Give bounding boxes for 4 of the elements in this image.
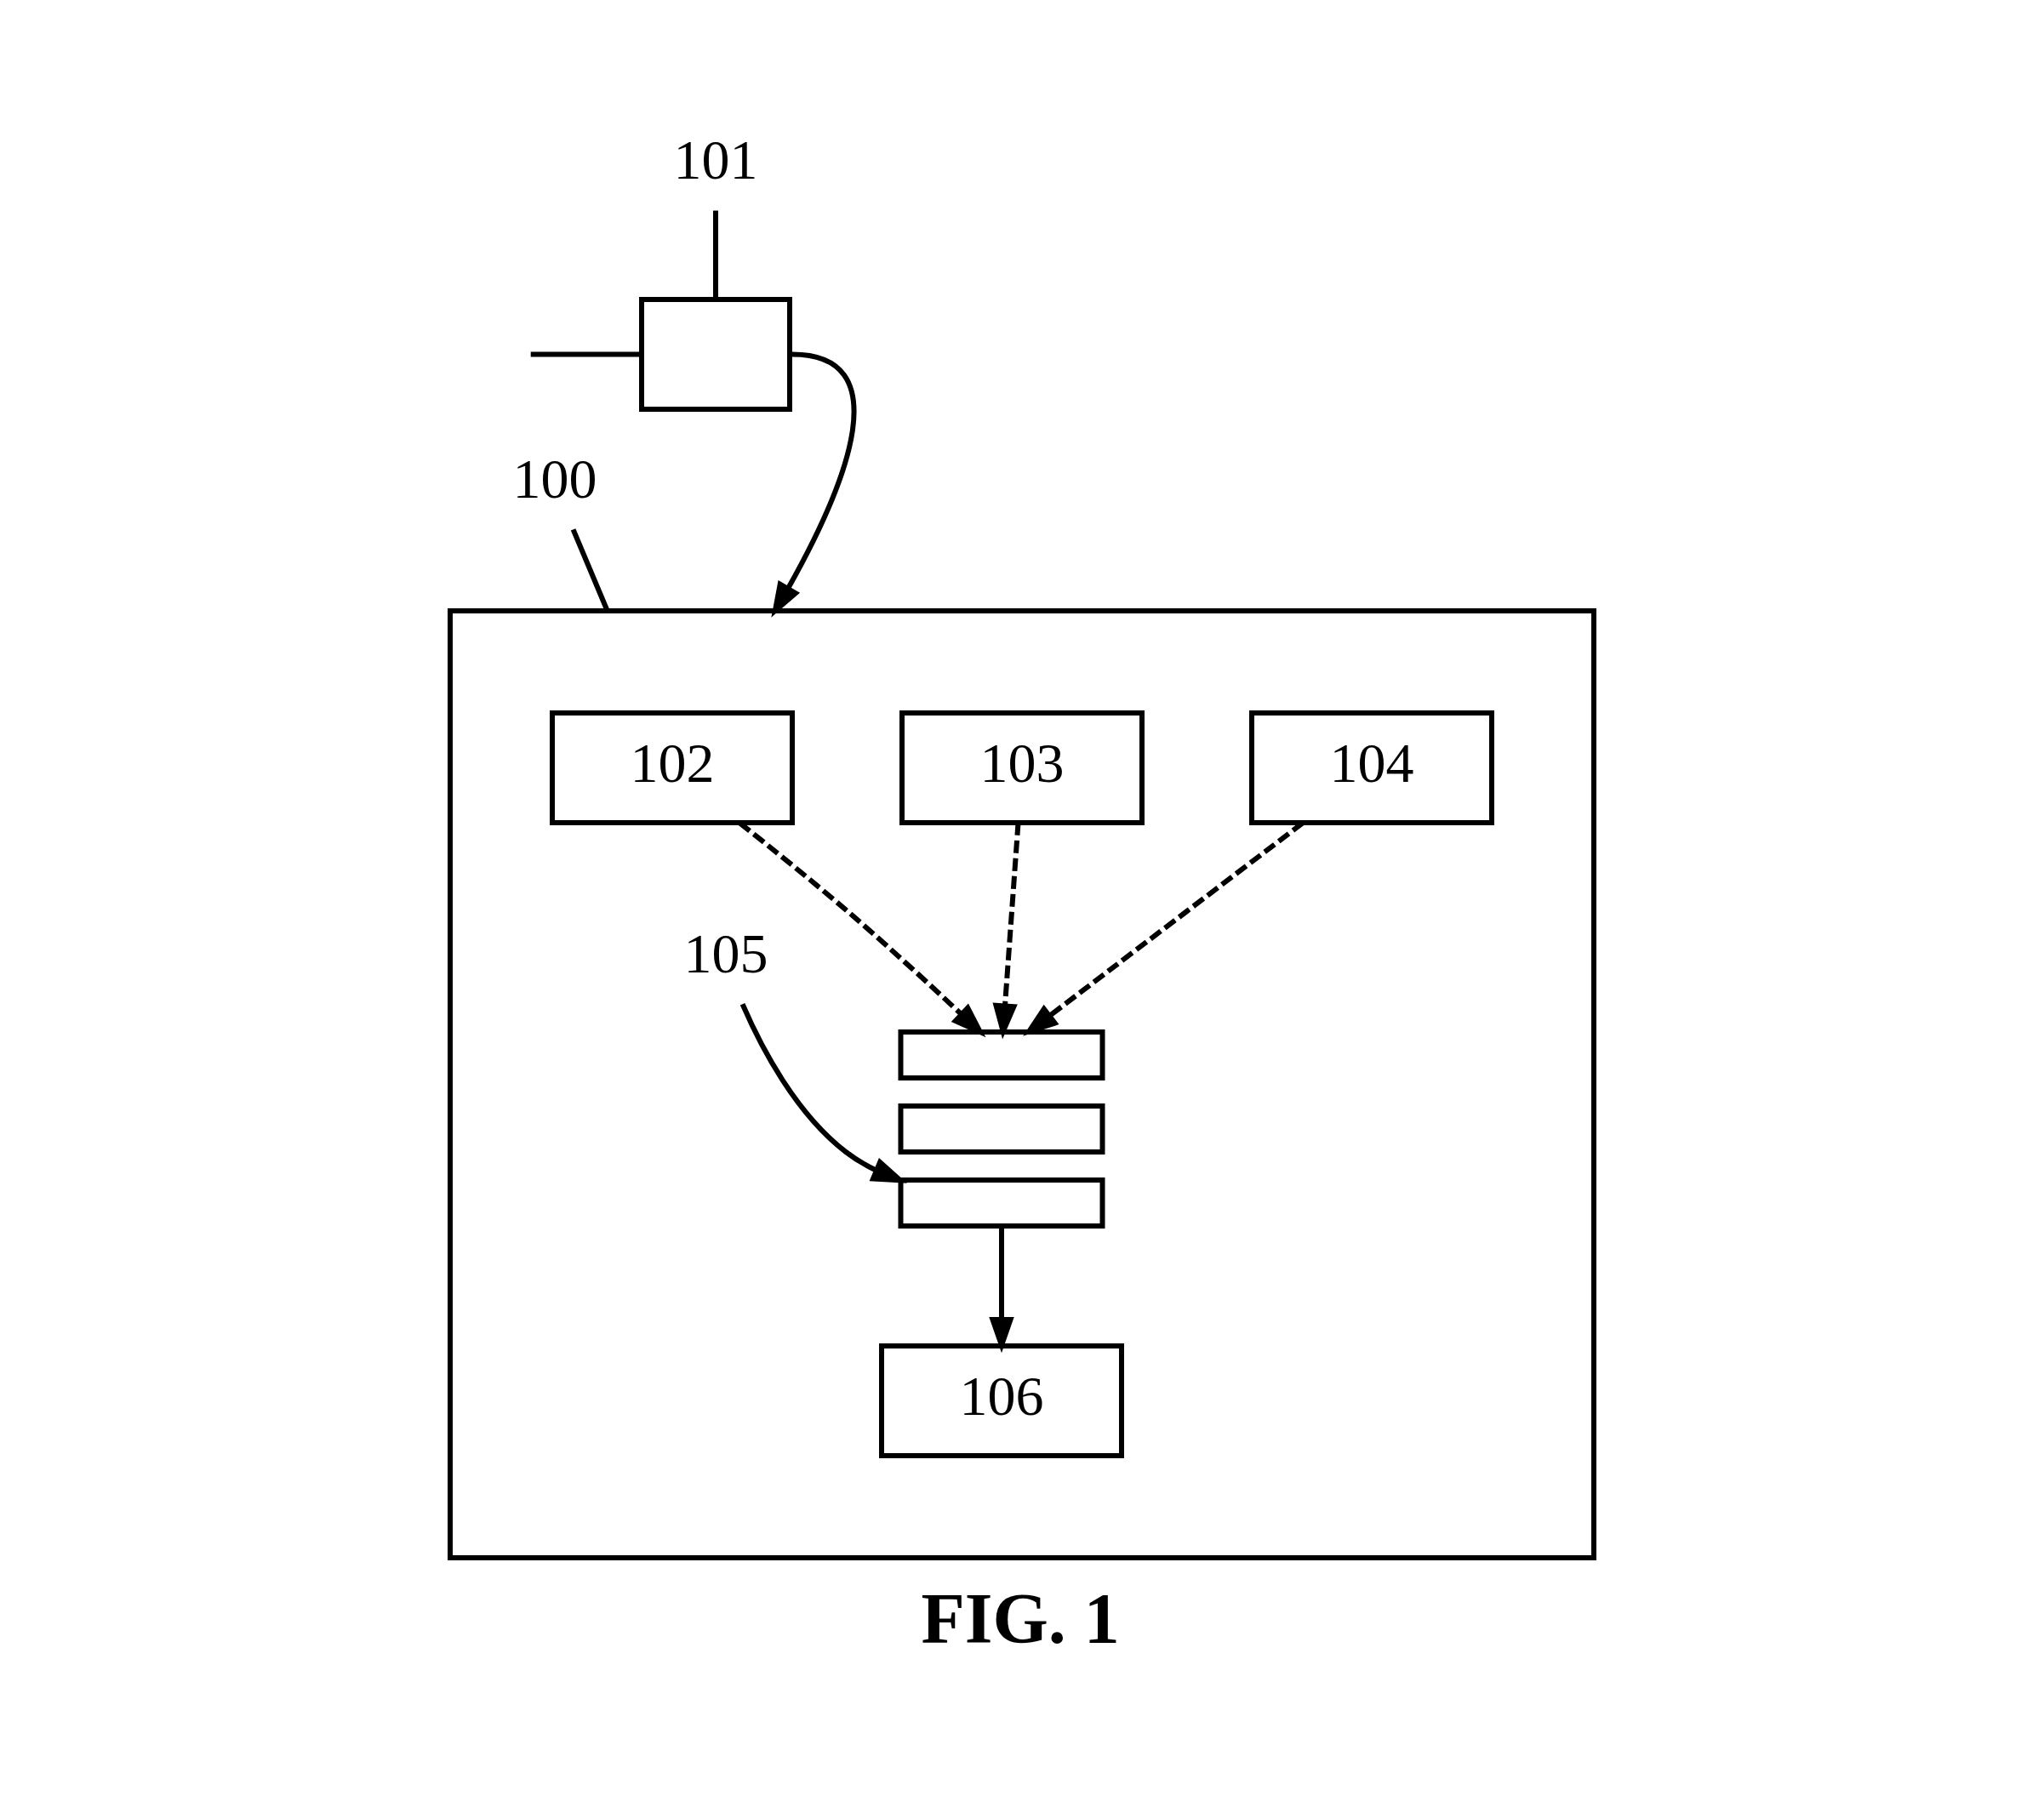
caption: FIG. 1 — [921, 1579, 1120, 1659]
node-text: 100 — [512, 447, 597, 510]
node-text: 105 — [683, 921, 768, 984]
node-text: 101 — [673, 128, 758, 191]
